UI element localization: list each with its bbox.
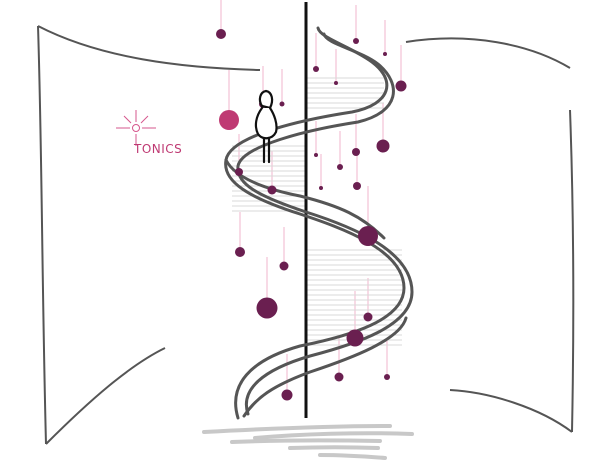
ball-24 xyxy=(334,372,344,382)
right-page-bottom-edge xyxy=(449,389,573,433)
ball-20 xyxy=(279,261,289,271)
ball-7 xyxy=(313,66,319,72)
ball-25 xyxy=(384,374,390,380)
ball-16 xyxy=(267,185,277,195)
ball-23 xyxy=(346,329,364,347)
ball-22 xyxy=(363,312,373,322)
ball-13 xyxy=(337,164,343,170)
helix-ribbons xyxy=(224,26,414,420)
ball-5 xyxy=(353,38,359,44)
sparkle-ring xyxy=(132,124,140,132)
staircase-steps xyxy=(232,77,402,346)
floor-stroke-4 xyxy=(288,445,380,450)
ball-8 xyxy=(334,81,338,85)
ball-4 xyxy=(279,101,285,107)
ball-19 xyxy=(235,247,245,257)
ball-12 xyxy=(314,153,318,157)
floor-stroke-1 xyxy=(202,424,392,434)
ball-9 xyxy=(395,80,407,92)
ball-6 xyxy=(383,52,387,56)
helix-ribbon-2 xyxy=(236,32,414,416)
ball-15 xyxy=(319,186,323,190)
left-page-bottom-edge xyxy=(45,347,166,445)
floor-stroke-2 xyxy=(253,431,414,440)
ball-2 xyxy=(219,110,239,130)
sparkle-icon xyxy=(116,110,156,146)
person-figure-icon xyxy=(254,89,278,164)
left-page-spine-edge xyxy=(37,25,47,445)
floating-balls xyxy=(216,29,407,401)
floor-stroke-3 xyxy=(230,438,382,444)
ball-17 xyxy=(235,168,243,176)
tonics-label: TONICS xyxy=(133,142,182,156)
right-page-spine-edge xyxy=(569,109,575,433)
person-body xyxy=(254,106,278,140)
ball-11 xyxy=(352,148,360,156)
drip-lines xyxy=(220,0,402,390)
helix-ribbon-1 xyxy=(224,26,406,420)
left-page-top-edge xyxy=(37,25,261,71)
ball-26 xyxy=(281,389,293,401)
ball-21 xyxy=(256,297,278,319)
floor-stroke-5 xyxy=(318,453,387,460)
sparkle-ray-ne xyxy=(140,115,149,124)
sparkle-ray-nw xyxy=(123,115,132,124)
ball-14 xyxy=(353,182,361,190)
right-page-top-edge xyxy=(405,37,571,69)
ball-18 xyxy=(358,226,378,246)
book-pages xyxy=(37,25,575,445)
helix-ribbon-3 xyxy=(242,316,408,418)
person-head xyxy=(258,89,274,110)
ball-10 xyxy=(376,139,390,153)
ball-1 xyxy=(216,29,226,39)
floor-scribble xyxy=(202,424,414,460)
